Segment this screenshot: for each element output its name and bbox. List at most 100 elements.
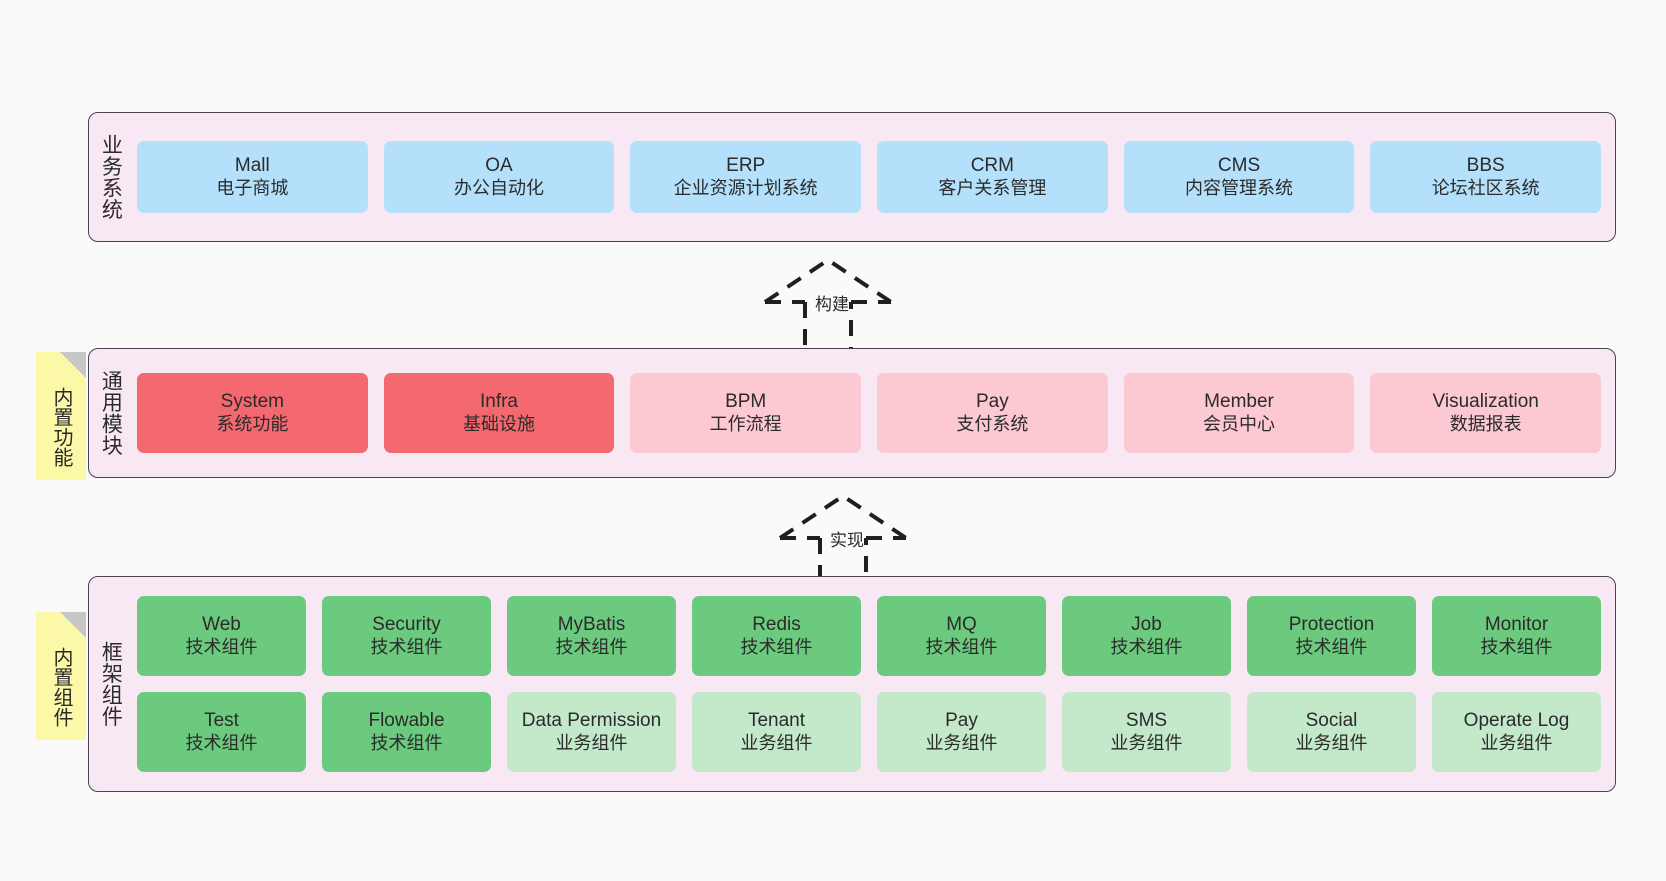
- node-mall[interactable]: Mall 电子商城: [137, 141, 368, 213]
- node-subtitle: 技术组件: [555, 636, 628, 657]
- node-subtitle: 数据报表: [1449, 413, 1522, 434]
- node-visualization[interactable]: Visualization 数据报表: [1370, 373, 1602, 453]
- layer-framework-components[interactable]: 框架组件 Web 技术组件 Security 技术组件 MyBatis 技术组件…: [88, 576, 1616, 792]
- node-subtitle: 会员中心: [1203, 413, 1276, 434]
- node-title: Monitor: [1484, 614, 1549, 636]
- node-pay[interactable]: Pay 支付系统: [877, 373, 1108, 453]
- node-flowable[interactable]: Flowable 技术组件: [322, 692, 491, 772]
- layer-row: Test 技术组件 Flowable 技术组件 Data Permission …: [137, 692, 1601, 772]
- sticky-note-label: 内置组件: [50, 647, 72, 727]
- layer-title-business-systems: 业务系统: [99, 134, 123, 220]
- node-subtitle: 企业资源计划系统: [673, 177, 818, 198]
- layer-body-common-modules: System 系统功能 Infra 基础设施 BPM 工作流程 Pay 支付系统…: [131, 349, 1615, 477]
- node-data-permission[interactable]: Data Permission 业务组件: [507, 692, 676, 772]
- node-title: ERP: [726, 155, 766, 177]
- node-title: Protection: [1288, 614, 1375, 636]
- node-redis[interactable]: Redis 技术组件: [692, 596, 861, 676]
- node-bpm[interactable]: BPM 工作流程: [630, 373, 862, 453]
- node-title: BBS: [1466, 155, 1505, 177]
- node-title: BPM: [725, 391, 767, 413]
- node-subtitle: 技术组件: [740, 636, 813, 657]
- node-subtitle: 技术组件: [1295, 636, 1368, 657]
- node-title: Flowable: [368, 710, 445, 732]
- node-erp[interactable]: ERP 企业资源计划系统: [630, 141, 862, 213]
- node-title: CMS: [1217, 155, 1261, 177]
- layer-business-systems[interactable]: 业务系统 Mall 电子商城 OA 办公自动化 ERP 企业资源计划系统 CRM…: [88, 112, 1616, 242]
- node-job[interactable]: Job 技术组件: [1062, 596, 1231, 676]
- node-subtitle: 业务组件: [1480, 732, 1553, 753]
- node-subtitle: 业务组件: [1295, 732, 1368, 753]
- node-infra[interactable]: Infra 基础设施: [383, 373, 615, 453]
- sticky-note-builtin-features: 内置功能: [36, 352, 86, 480]
- node-subtitle: 业务组件: [925, 732, 998, 753]
- node-bbs[interactable]: BBS 论坛社区系统: [1370, 141, 1602, 213]
- node-mq[interactable]: MQ 技术组件: [877, 596, 1046, 676]
- node-title: Mall: [234, 155, 270, 177]
- node-title: CRM: [970, 155, 1014, 177]
- sticky-note-label: 内置功能: [50, 387, 72, 467]
- node-subtitle: 内容管理系统: [1185, 177, 1294, 198]
- layer-title-framework-components: 框架组件: [99, 641, 123, 727]
- node-subtitle: 技术组件: [370, 732, 443, 753]
- node-title: Infra: [479, 391, 519, 413]
- node-title: Data Permission: [521, 710, 662, 732]
- node-title: Test: [204, 710, 239, 732]
- node-operate-log[interactable]: Operate Log 业务组件: [1432, 692, 1601, 772]
- layer-body-framework-components: Web 技术组件 Security 技术组件 MyBatis 技术组件 Redi…: [131, 577, 1615, 791]
- sticky-note-builtin-components: 内置组件: [36, 612, 86, 740]
- node-title: Visualization: [1432, 391, 1539, 413]
- node-subtitle: 电子商城: [216, 177, 289, 198]
- node-protection[interactable]: Protection 技术组件: [1247, 596, 1416, 676]
- node-title: Web: [202, 614, 241, 636]
- node-subtitle: 业务组件: [1110, 732, 1183, 753]
- node-subtitle: 技术组件: [185, 732, 258, 753]
- node-web[interactable]: Web 技术组件: [137, 596, 306, 676]
- layer-row: Mall 电子商城 OA 办公自动化 ERP 企业资源计划系统 CRM 客户关系…: [137, 141, 1602, 213]
- node-title: SMS: [1125, 710, 1168, 732]
- node-title: MyBatis: [557, 614, 626, 636]
- node-test[interactable]: Test 技术组件: [137, 692, 306, 772]
- layer-body-business-systems: Mall 电子商城 OA 办公自动化 ERP 企业资源计划系统 CRM 客户关系…: [131, 113, 1615, 241]
- node-title: Pay: [945, 710, 978, 732]
- layer-row: System 系统功能 Infra 基础设施 BPM 工作流程 Pay 支付系统…: [137, 373, 1602, 453]
- node-social[interactable]: Social 业务组件: [1247, 692, 1416, 772]
- node-tenant[interactable]: Tenant 业务组件: [692, 692, 861, 772]
- node-title: Social: [1305, 710, 1358, 732]
- sticky-fold-corner: [60, 352, 86, 378]
- node-title: Security: [372, 614, 441, 636]
- node-subtitle: 业务组件: [740, 732, 813, 753]
- node-subtitle: 技术组件: [925, 636, 998, 657]
- node-subtitle: 技术组件: [1480, 636, 1553, 657]
- node-subtitle: 论坛社区系统: [1431, 177, 1540, 198]
- node-subtitle: 业务组件: [555, 732, 628, 753]
- layer-title-common-modules: 通用模块: [99, 370, 123, 456]
- node-member[interactable]: Member 会员中心: [1123, 373, 1355, 453]
- node-pay-component[interactable]: Pay 业务组件: [877, 692, 1046, 772]
- node-subtitle: 办公自动化: [454, 177, 544, 198]
- node-subtitle: 技术组件: [1110, 636, 1183, 657]
- node-subtitle: 基础设施: [463, 413, 535, 434]
- node-crm[interactable]: CRM 客户关系管理: [877, 141, 1108, 213]
- connector-implement-label: 实现: [830, 531, 864, 550]
- connector-build-label: 构建: [815, 295, 849, 314]
- node-system[interactable]: System 系统功能: [137, 373, 368, 453]
- layer-common-modules[interactable]: 通用模块 System 系统功能 Infra 基础设施 BPM 工作流程 Pay…: [88, 348, 1616, 478]
- node-oa[interactable]: OA 办公自动化: [383, 141, 615, 213]
- node-monitor[interactable]: Monitor 技术组件: [1432, 596, 1601, 676]
- node-cms[interactable]: CMS 内容管理系统: [1123, 141, 1355, 213]
- layer-row: Web 技术组件 Security 技术组件 MyBatis 技术组件 Redi…: [137, 596, 1601, 676]
- node-title: MQ: [946, 614, 977, 636]
- sticky-fold-corner: [60, 612, 86, 638]
- node-subtitle: 技术组件: [370, 636, 443, 657]
- node-mybatis[interactable]: MyBatis 技术组件: [507, 596, 676, 676]
- node-security[interactable]: Security 技术组件: [322, 596, 491, 676]
- node-title: Job: [1131, 614, 1162, 636]
- node-subtitle: 客户关系管理: [938, 177, 1047, 198]
- node-title: System: [220, 391, 285, 413]
- node-sms[interactable]: SMS 业务组件: [1062, 692, 1231, 772]
- node-subtitle: 工作流程: [709, 413, 782, 434]
- node-title: OA: [485, 155, 513, 177]
- node-subtitle: 技术组件: [185, 636, 258, 657]
- node-subtitle: 系统功能: [216, 413, 289, 434]
